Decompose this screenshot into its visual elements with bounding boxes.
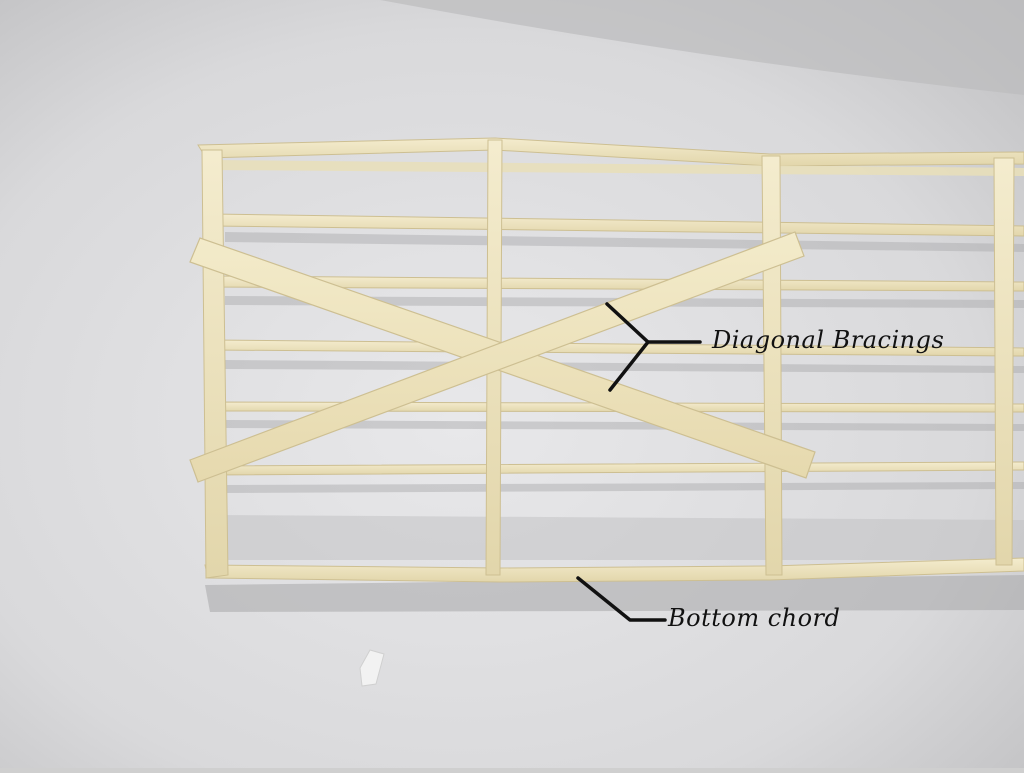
member-shadow — [225, 232, 1024, 252]
bottom-chord-leader — [576, 576, 667, 622]
member-shadow — [225, 482, 1024, 493]
vertical-post-right — [993, 157, 1015, 566]
bottom-chord — [204, 557, 1024, 583]
top-secondary-member — [212, 160, 1024, 176]
member-shadow — [225, 420, 1024, 431]
callout-leaders — [576, 302, 702, 622]
bottom-chord-label: Bottom chord — [668, 604, 841, 632]
member-shadow — [225, 360, 1024, 373]
diagonal-brace-up — [189, 231, 805, 483]
top-chord — [197, 137, 1024, 167]
diagonal-bracings-label: Diagonal Bracings — [712, 326, 945, 354]
vertical-post-center-right — [761, 155, 783, 576]
diagonal-bracings — [189, 231, 816, 483]
background-shadow-top — [380, 0, 1024, 95]
frame-shadow — [205, 575, 1024, 612]
inner-shadow-band — [215, 515, 1024, 560]
debris-piece — [359, 649, 385, 687]
